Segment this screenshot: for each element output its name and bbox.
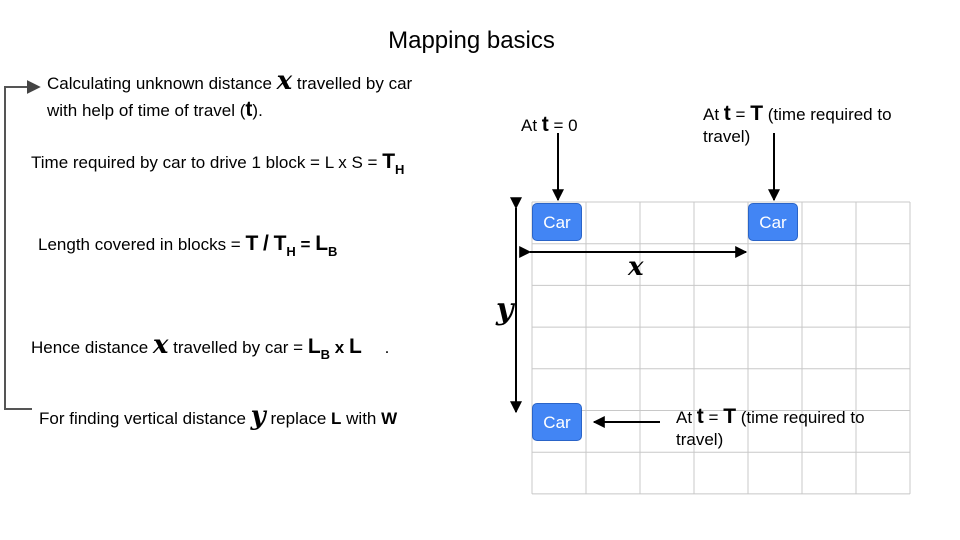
length-L: L: [315, 232, 329, 255]
x-axis-label: x: [628, 252, 644, 282]
label-eq: =: [735, 105, 746, 124]
length-text: Length covered in blocks =: [38, 235, 241, 254]
time-per-block: Time required by car to drive 1 block = …: [31, 150, 405, 177]
label-t0: At t = 0: [521, 113, 578, 137]
car-end: Car: [748, 203, 798, 241]
vertical-text-b: replace: [270, 409, 327, 428]
hence-times: x: [334, 338, 345, 357]
length-TH-sub: H: [286, 244, 296, 259]
label-time-required: (time required to: [767, 105, 892, 124]
label-at: At: [521, 116, 538, 135]
hence-distance: Hence distance x travelled by car = LB x…: [31, 330, 390, 362]
vertical-distance: For finding vertical distance y replace …: [39, 401, 397, 431]
label-tT-bottom: At t = T (time required to: [676, 405, 865, 429]
length-L-sub: B: [328, 244, 338, 259]
label-T: T: [723, 405, 737, 428]
length-T: T: [245, 232, 259, 255]
var-y: y: [250, 401, 266, 431]
vertical-W: W: [381, 409, 398, 428]
hence-text-b: travelled by car =: [173, 338, 304, 357]
vertical-L: L: [331, 409, 342, 428]
intro-line-1: Calculating unknown distance x travelled…: [47, 66, 412, 96]
vertical-text-c: with: [346, 409, 377, 428]
label-tT-top: At t = T (time required to: [703, 102, 892, 126]
intro-text-c: with help of time of travel (: [47, 101, 246, 120]
car-vertical: Car: [532, 403, 582, 441]
hence-L: L: [307, 335, 321, 358]
page-title: Mapping basics: [388, 27, 555, 54]
hence-text-a: Hence distance: [31, 338, 149, 357]
label-t: t: [723, 102, 731, 125]
var-x: x: [276, 66, 293, 96]
hence-L2: L: [349, 335, 362, 358]
label-eq: =: [708, 408, 719, 427]
length-eq: =: [300, 235, 311, 254]
label-time-required: (time required to: [740, 408, 865, 427]
label-at: At: [703, 105, 720, 124]
car-start: Car: [532, 203, 582, 241]
label-tT-top-line2: travel): [703, 127, 751, 146]
time-block-sub: H: [395, 162, 405, 177]
intro-text-d: ).: [252, 101, 263, 120]
hence-dot: .: [384, 338, 390, 357]
label-tT-bottom-line2: travel): [676, 430, 724, 449]
var-t: t: [245, 98, 253, 121]
y-axis-label: y: [496, 292, 514, 327]
hence-L-sub: B: [320, 347, 331, 362]
time-block-text: Time required by car to drive 1 block = …: [31, 153, 378, 172]
label-t: t: [541, 113, 549, 136]
label-eq-zero: = 0: [553, 116, 578, 135]
length-TH: T: [273, 232, 287, 255]
intro-text-b: travelled by car: [296, 74, 413, 93]
length-slash: /: [263, 232, 269, 255]
var-x: x: [152, 330, 169, 360]
length-in-blocks: Length covered in blocks = T / TH = LB: [38, 232, 338, 259]
label-T: T: [750, 102, 764, 125]
time-block-T: T: [382, 150, 396, 173]
intro-text-a: Calculating unknown distance: [47, 74, 272, 93]
label-at: At: [676, 408, 693, 427]
vertical-text-a: For finding vertical distance: [39, 409, 246, 428]
label-t: t: [696, 405, 704, 428]
intro-line-2: with help of time of travel (t).: [47, 98, 263, 122]
